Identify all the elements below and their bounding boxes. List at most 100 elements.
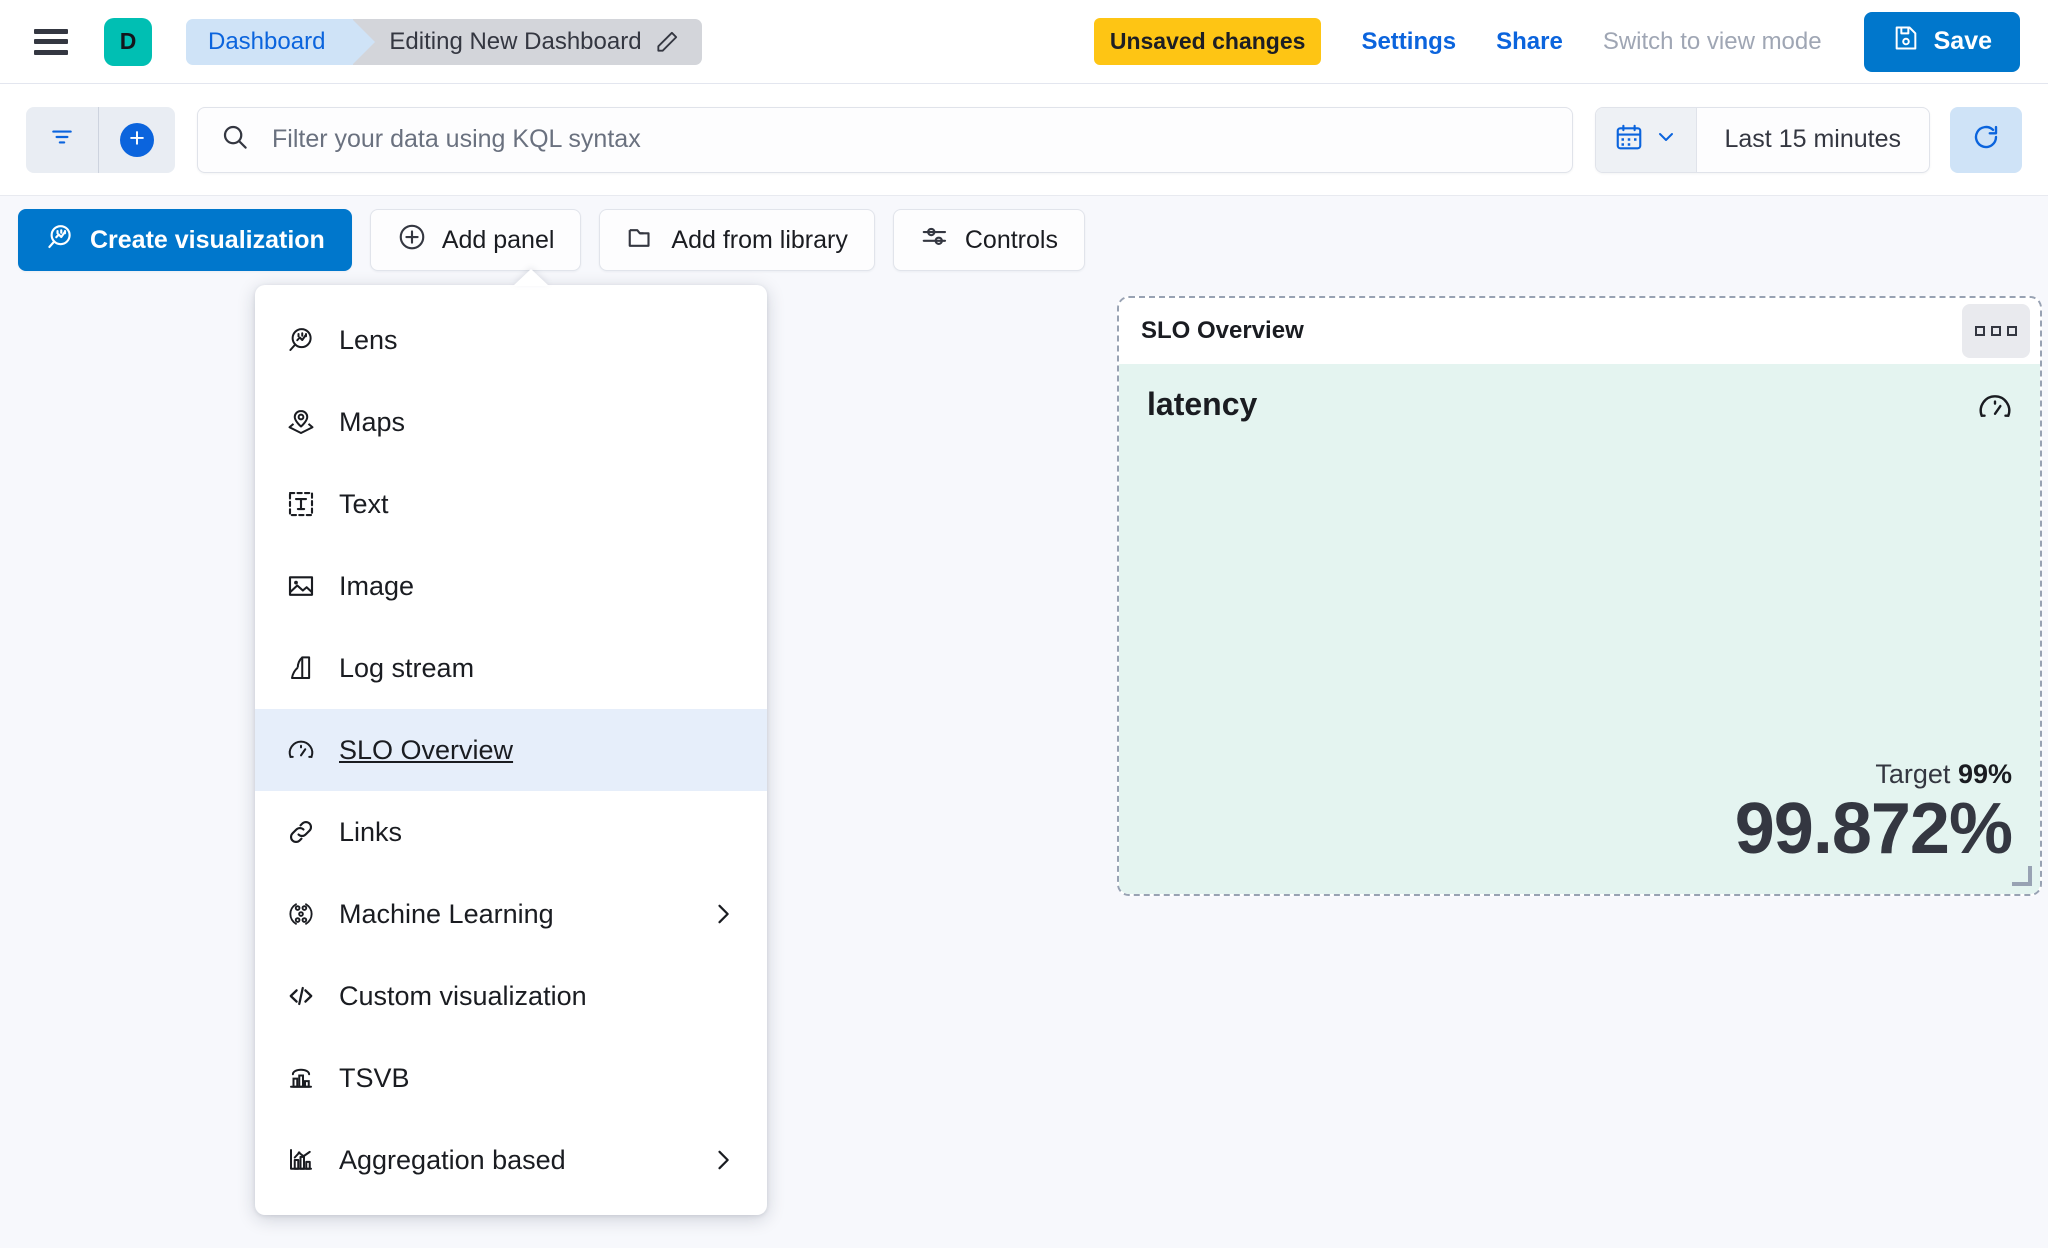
dashboard-edit-toolbar: Create visualization Add panel Add from …: [0, 196, 2048, 284]
menu-item-label: SLO Overview: [339, 734, 514, 765]
breadcrumb-label: Editing New Dashboard: [389, 27, 642, 55]
context-menu-square: [2007, 326, 2017, 336]
map-pin-icon: [285, 406, 317, 438]
divider: [98, 106, 99, 173]
create-visualization-button[interactable]: Create visualization: [18, 209, 352, 271]
add-from-library-button[interactable]: Add from library: [599, 209, 875, 271]
panel-context-menu-icon[interactable]: [1962, 304, 2030, 358]
switch-to-view-mode-button[interactable]: Switch to view mode: [1602, 27, 1822, 55]
settings-button[interactable]: Settings: [1361, 27, 1457, 55]
menu-item-label: Lens: [339, 324, 398, 355]
menu-item-label: Machine Learning: [339, 898, 554, 929]
breadcrumb-item-editing-dashboard[interactable]: Editing New Dashboard: [353, 18, 702, 65]
hamburger-line: [34, 28, 68, 34]
refresh-button[interactable]: [1950, 106, 2022, 173]
folder-icon: [626, 222, 656, 259]
panel-header: SLO Overview: [1119, 298, 2040, 364]
gauge-icon: [1976, 388, 2014, 431]
menu-item-label: TSVB: [339, 1062, 410, 1093]
status-badge[interactable]: Unsaved changes: [1093, 18, 1322, 65]
panel-resize-handle[interactable]: [2012, 866, 2032, 886]
menu-item-lens[interactable]: Lens: [255, 299, 767, 381]
menu-item-label: Aggregation based: [339, 1144, 566, 1175]
controls-button[interactable]: Controls: [892, 209, 1085, 271]
add-panel-menu: Lens Maps Text: [255, 269, 767, 1215]
menu-item-text[interactable]: Text: [255, 463, 767, 545]
top-nav-actions: Unsaved changes Settings Share Switch to…: [1093, 0, 2048, 83]
date-quick-select-button[interactable]: [1595, 107, 1697, 172]
sliders-icon: [920, 222, 950, 259]
slo-metrics: Target 99% 99.872%: [1734, 759, 2013, 870]
chevron-down-icon: [1654, 125, 1678, 154]
top-navigation-bar: D Dashboard Editing New Dashboard Unsave…: [0, 0, 2048, 84]
space-avatar[interactable]: D: [104, 17, 152, 66]
lens-icon: [45, 222, 75, 259]
slo-name: latency: [1147, 386, 1258, 422]
slo-overview-panel[interactable]: SLO Overview latency Target 99% 99.872%: [1117, 296, 2042, 896]
code-icon: [285, 980, 317, 1012]
pencil-icon: [654, 29, 680, 55]
save-button-label: Save: [1933, 27, 1992, 55]
hamburger-line: [34, 49, 68, 55]
breadcrumb: Dashboard Editing New Dashboard: [186, 18, 702, 65]
slo-target: Target 99%: [1735, 759, 2012, 790]
search-input[interactable]: [272, 125, 1550, 154]
save-button[interactable]: Save: [1863, 11, 2020, 72]
menu-item-aggregation-based[interactable]: Aggregation based: [255, 1119, 767, 1201]
menu-item-label: Maps: [339, 406, 406, 437]
aggregation-icon: [285, 1144, 317, 1176]
text-box-icon: [285, 488, 317, 520]
filter-options-button[interactable]: [26, 107, 98, 173]
filter-icon: [49, 124, 75, 155]
menu-item-image[interactable]: Image: [255, 545, 767, 627]
menu-item-log-stream[interactable]: Log stream: [255, 627, 767, 709]
context-menu-square: [1991, 326, 2001, 336]
search-field-container[interactable]: [197, 106, 1573, 173]
hamburger-menu-icon[interactable]: [34, 28, 68, 55]
lens-icon: [285, 324, 317, 356]
link-icon: [285, 816, 317, 848]
menu-item-label: Custom visualization: [339, 980, 587, 1011]
plus-circle-outline-icon: [397, 222, 427, 259]
log-stream-icon: [285, 652, 317, 684]
create-visualization-label: Create visualization: [90, 225, 325, 254]
menu-item-slo-overview[interactable]: SLO Overview: [255, 709, 767, 791]
space-avatar-initial: D: [119, 28, 137, 54]
plus-circle-icon: +: [120, 122, 154, 157]
menu-item-maps[interactable]: Maps: [255, 381, 767, 463]
context-menu-square: [1975, 326, 1985, 336]
gauge-icon: [285, 734, 317, 766]
slo-target-prefix: Target: [1875, 759, 1951, 790]
menu-item-label: Log stream: [339, 652, 475, 683]
controls-label: Controls: [964, 225, 1058, 254]
image-icon: [285, 570, 317, 602]
menu-item-tsvb[interactable]: TSVB: [255, 1037, 767, 1119]
slo-current-value: 99.872%: [1734, 789, 2013, 870]
popover-arrow: [513, 269, 549, 286]
add-panel-button[interactable]: Add panel: [369, 209, 582, 271]
refresh-icon: [1971, 122, 2001, 157]
share-button[interactable]: Share: [1496, 27, 1563, 55]
date-range-picker: Last 15 minutes: [1594, 106, 1930, 173]
add-from-library-label: Add from library: [671, 225, 848, 254]
menu-item-label: Text: [339, 488, 389, 519]
menu-item-custom-visualization[interactable]: Custom visualization: [255, 955, 767, 1037]
panel-title: SLO Overview: [1141, 317, 1304, 344]
breadcrumb-label: Dashboard: [208, 27, 326, 55]
filter-controls-group: +: [26, 106, 175, 173]
chevron-right-icon: [709, 1146, 737, 1174]
breadcrumb-item-dashboard[interactable]: Dashboard: [186, 18, 376, 65]
hamburger-line: [34, 39, 68, 44]
add-filter-button[interactable]: +: [99, 107, 175, 173]
menu-item-label: Image: [339, 570, 415, 601]
search-icon: [220, 122, 250, 157]
tsvb-icon: [285, 1062, 317, 1094]
floppy-disk-icon: [1892, 24, 1920, 59]
query-bar: +: [0, 84, 2048, 196]
menu-item-links[interactable]: Links: [255, 791, 767, 873]
date-range-value[interactable]: Last 15 minutes: [1724, 125, 1902, 153]
slo-target-value: 99%: [1957, 759, 2012, 790]
menu-item-machine-learning[interactable]: Machine Learning: [255, 873, 767, 955]
machine-learning-icon: [285, 898, 317, 930]
add-panel-label: Add panel: [441, 225, 555, 254]
